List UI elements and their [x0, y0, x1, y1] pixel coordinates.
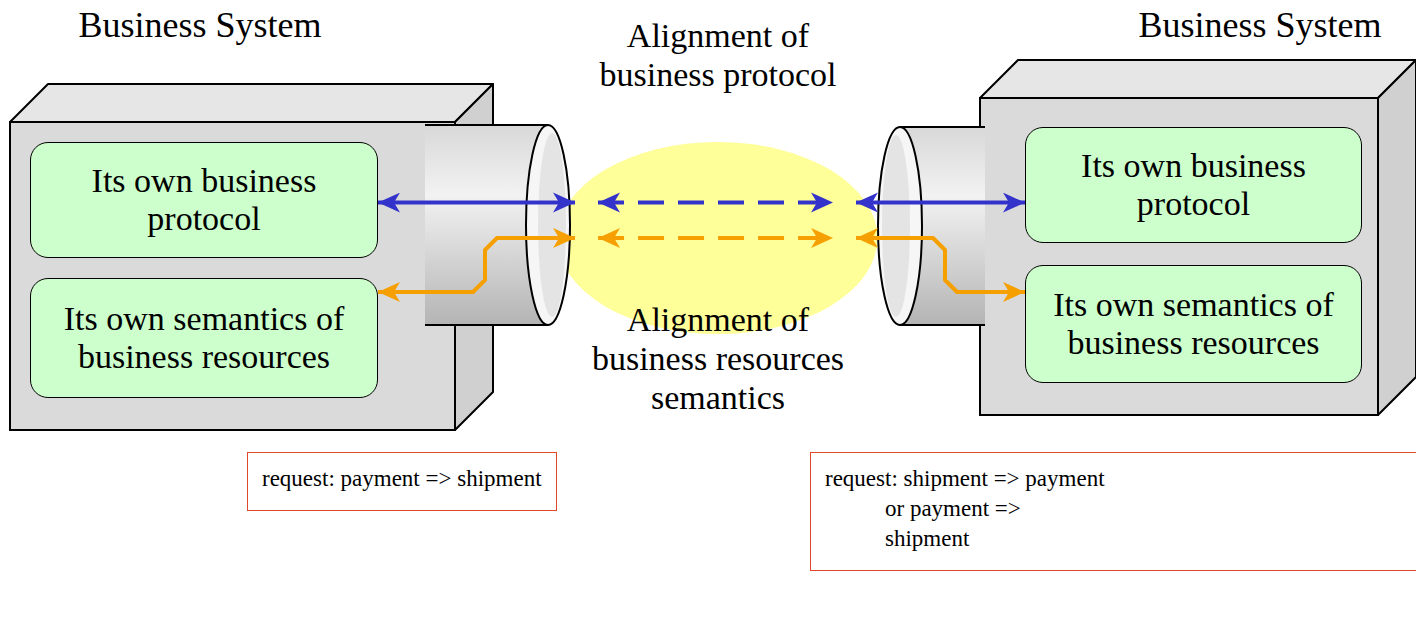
semantics-box: Its own semantics of business resources [30, 278, 378, 398]
protocol-box: Its own business protocol [30, 142, 378, 258]
system-housing [10, 84, 493, 430]
arrow-head [598, 228, 620, 248]
semantics-box: Its own semantics of business resources [1025, 265, 1362, 383]
alignment-label: Alignment of business protocol [573, 16, 863, 94]
interface-cylinder [425, 125, 570, 325]
arrow-head [553, 228, 575, 248]
box-text: Its own business protocol [1036, 147, 1351, 223]
interface-cylinder [878, 127, 985, 325]
request-note: request: shipment => payment or payment … [810, 452, 1416, 571]
box-text: Its own semantics of business resources [1036, 286, 1351, 362]
box-text: Its own business protocol [41, 162, 367, 238]
box-text: Its own semantics of business resources [41, 300, 367, 376]
note-text: request: shipment => payment or payment … [825, 464, 1107, 554]
arrow-head [811, 193, 833, 213]
business-system: Business SystemIts own business protocol… [980, 98, 1378, 415]
alignment-arrow [378, 238, 1025, 292]
alignment-label: Alignment of business resources semantic… [573, 300, 863, 417]
protocol-box: Its own business protocol [1025, 127, 1362, 243]
note-text: request: payment => shipment [262, 464, 542, 494]
arrow-head [553, 193, 575, 213]
request-note: request: payment => shipment [247, 452, 557, 511]
arrow-head [811, 228, 833, 248]
arrow-head [856, 193, 878, 213]
system-housing [980, 60, 1416, 415]
system-title: Business System [10, 4, 390, 47]
system-title: Business System [1070, 4, 1416, 47]
arrow-head [598, 193, 620, 213]
alignment-arrow [378, 201, 1025, 205]
business-system: Business SystemIts own business protocol… [10, 122, 455, 430]
arrow-head [856, 228, 878, 248]
